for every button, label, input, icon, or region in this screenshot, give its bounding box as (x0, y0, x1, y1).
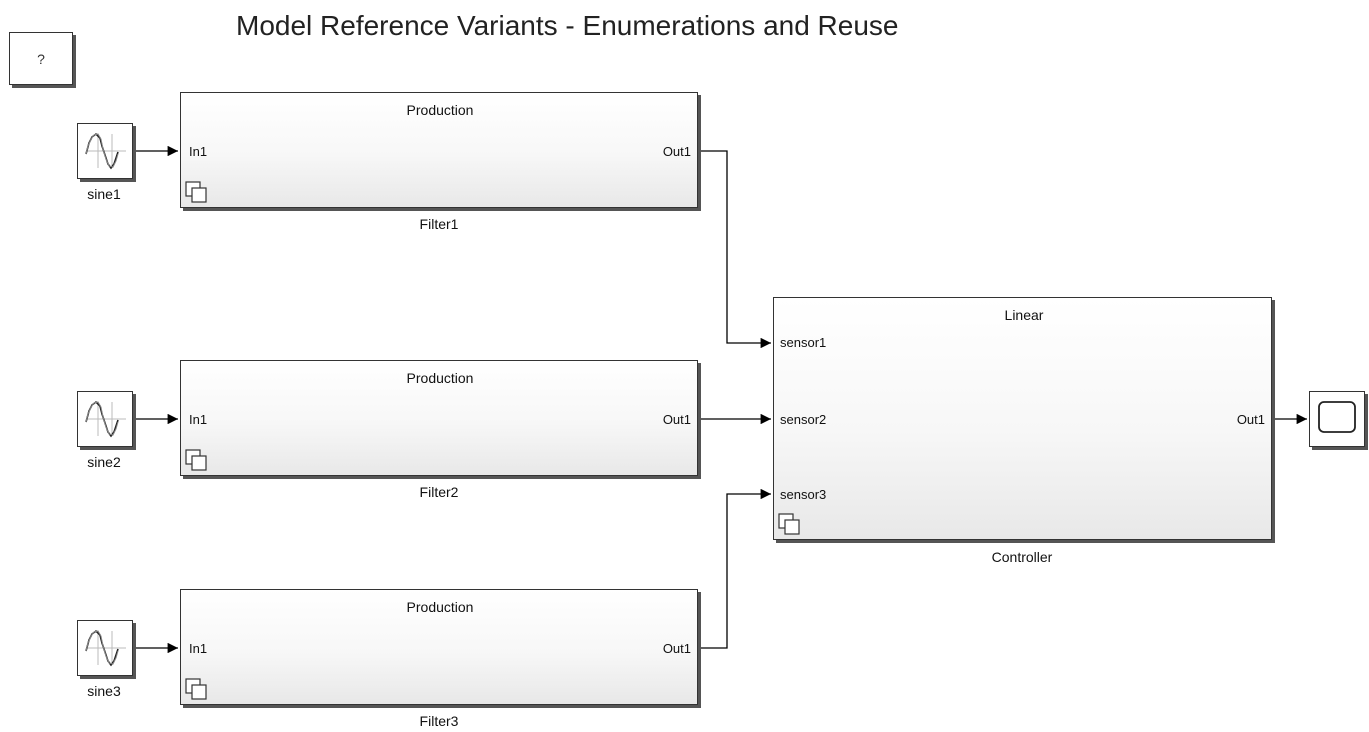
sine1-source-block[interactable] (77, 123, 133, 179)
sine2-source-block[interactable] (77, 391, 133, 447)
controller-block[interactable]: Linear sensor1 sensor2 sensor3 Out1 (773, 297, 1272, 540)
scope-icon (1318, 401, 1356, 433)
controller-in-port-2: sensor2 (780, 412, 827, 427)
scope-block[interactable] (1309, 391, 1365, 447)
filter1-name: Filter1 (419, 216, 459, 232)
filter1-in-port: In1 (189, 144, 208, 159)
filter3-variant-label: Production (406, 599, 474, 615)
sine3-label: sine3 (87, 683, 121, 699)
filter2-name: Filter2 (419, 484, 459, 500)
controller-in-port-1: sensor1 (780, 335, 827, 350)
model-reference-icon (185, 678, 207, 700)
help-label: ? (37, 50, 45, 67)
sine-wave-icon (85, 629, 126, 667)
model-reference-icon (185, 449, 207, 471)
filter1-variant-label: Production (406, 102, 474, 118)
controller-variant-label: Linear (1004, 307, 1044, 323)
filter2-out-port: Out1 (662, 412, 691, 427)
filter1-out-port: Out1 (662, 144, 691, 159)
controller-in-port-3: sensor3 (780, 487, 827, 502)
sine-wave-icon (85, 400, 126, 438)
controller-out-port: Out1 (1236, 412, 1265, 427)
wire-filter1-sensor1[interactable] (698, 150, 771, 349)
filter3-block[interactable]: Production In1 Out1 (180, 589, 698, 705)
model-reference-icon (185, 181, 207, 203)
controller-name: Controller (991, 549, 1053, 565)
filter2-in-port: In1 (189, 412, 208, 427)
filter2-variant-label: Production (406, 370, 474, 386)
wire-filter3-sensor3[interactable] (698, 488, 771, 649)
sine1-label: sine1 (87, 186, 121, 202)
filter2-block[interactable]: Production In1 Out1 (180, 360, 698, 476)
filter3-out-port: Out1 (662, 641, 691, 656)
sine3-source-block[interactable] (77, 620, 133, 676)
model-reference-icon (778, 513, 800, 535)
filter3-in-port: In1 (189, 641, 208, 656)
help-block[interactable]: ? (9, 32, 73, 85)
filter3-name: Filter3 (419, 713, 459, 729)
filter1-block[interactable]: Production In1 Out1 (180, 92, 698, 208)
sine2-label: sine2 (87, 454, 121, 470)
sine-wave-icon (85, 132, 126, 170)
diagram-title: Model Reference Variants - Enumerations … (236, 10, 899, 41)
